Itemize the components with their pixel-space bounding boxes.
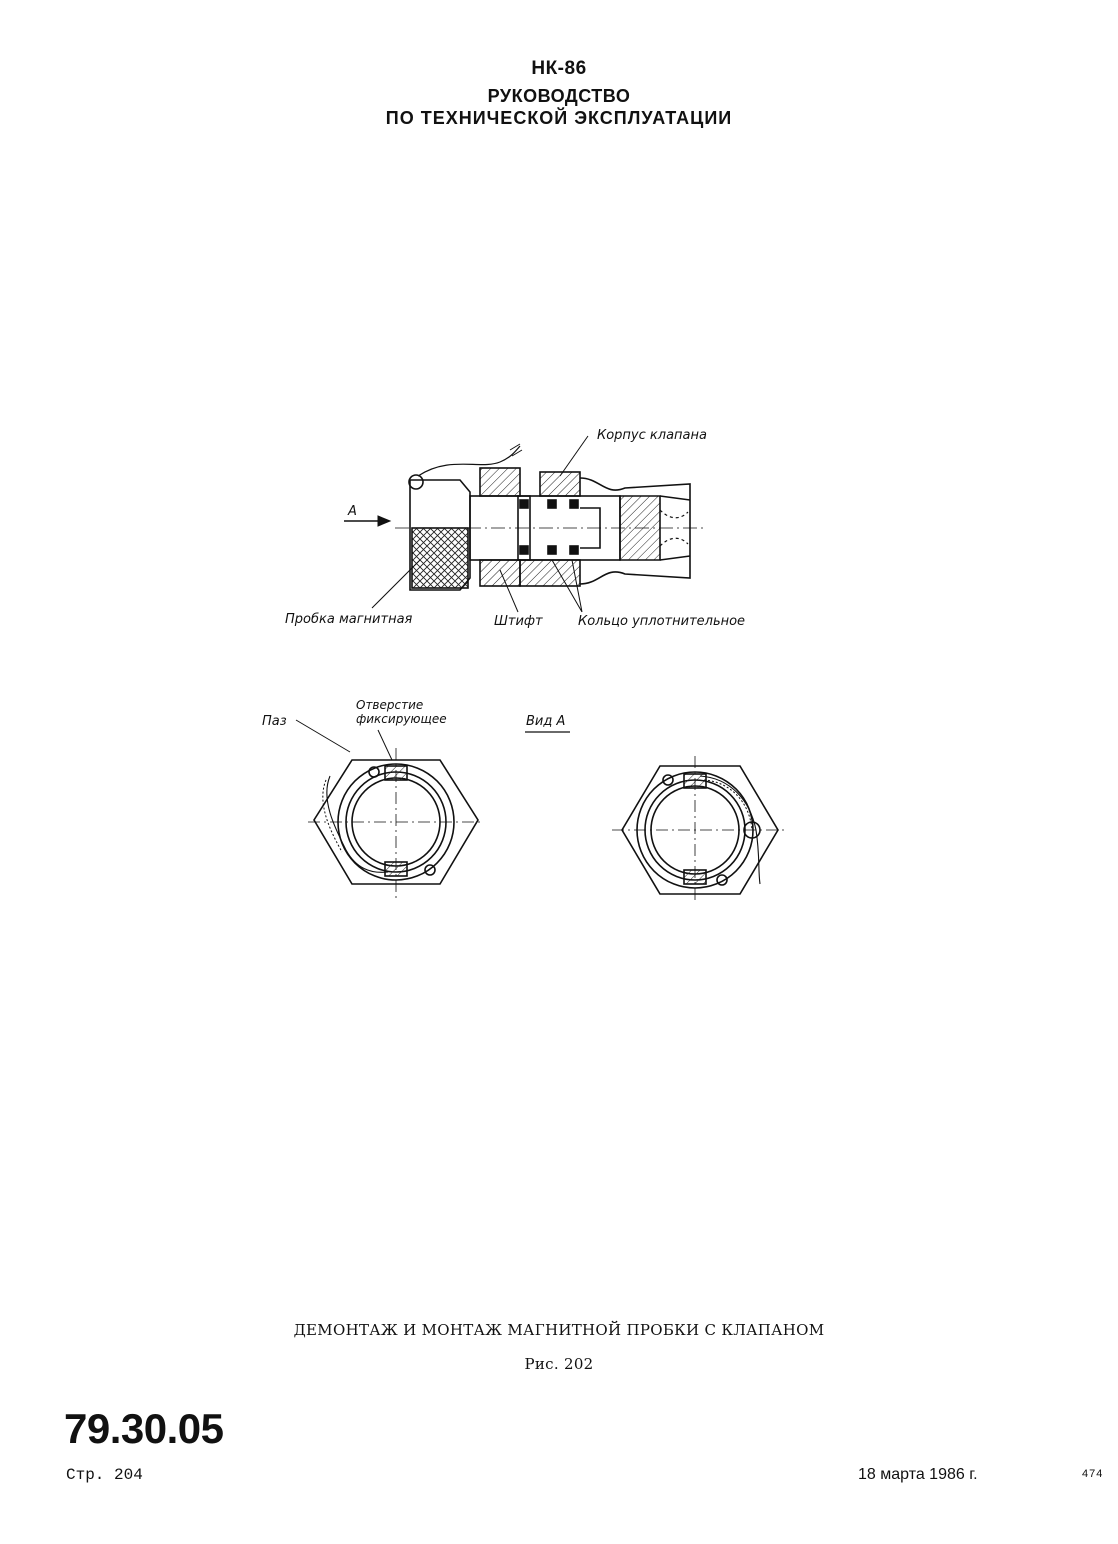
- end-view-left: [308, 748, 484, 898]
- document-subtitle: ПО ТЕХНИЧЕСКОЙ ЭКСПЛУАТАЦИИ: [385, 108, 733, 128]
- label-slot: Паз: [262, 714, 287, 729]
- label-magnetic-plug: Пробка магнитная: [285, 612, 413, 627]
- figure-number: Рис. 202: [524, 1355, 594, 1373]
- document-title: РУКОВОДСТВО: [487, 86, 631, 106]
- label-fixing-hole-line1: Отверстие: [356, 698, 424, 712]
- section-view: [395, 443, 705, 591]
- label-seal-ring: Кольцо уплотнительное: [578, 614, 746, 629]
- document-code: НК-86: [531, 58, 587, 79]
- label-view-a: Вид А: [526, 714, 566, 729]
- leader-lines: [295, 435, 589, 761]
- view-arrow: [344, 515, 392, 527]
- sheet-number: 474: [1082, 1468, 1104, 1480]
- revision-date: 18 марта 1986 г.: [858, 1466, 978, 1483]
- page-number: Стр. 204: [66, 1466, 143, 1484]
- figure-caption: ДЕМОНТАЖ И МОНТАЖ МАГНИТНОЙ ПРОБКИ С КЛА…: [293, 1321, 825, 1339]
- section-number: 79.30.05: [64, 1405, 224, 1452]
- label-pin: Штифт: [494, 614, 543, 629]
- label-fixing-hole-line2: фиксирующее: [356, 712, 447, 726]
- label-valve-body: Корпус клапана: [597, 428, 707, 443]
- label-arrow-a: А: [348, 504, 357, 519]
- end-view-right: [612, 756, 784, 904]
